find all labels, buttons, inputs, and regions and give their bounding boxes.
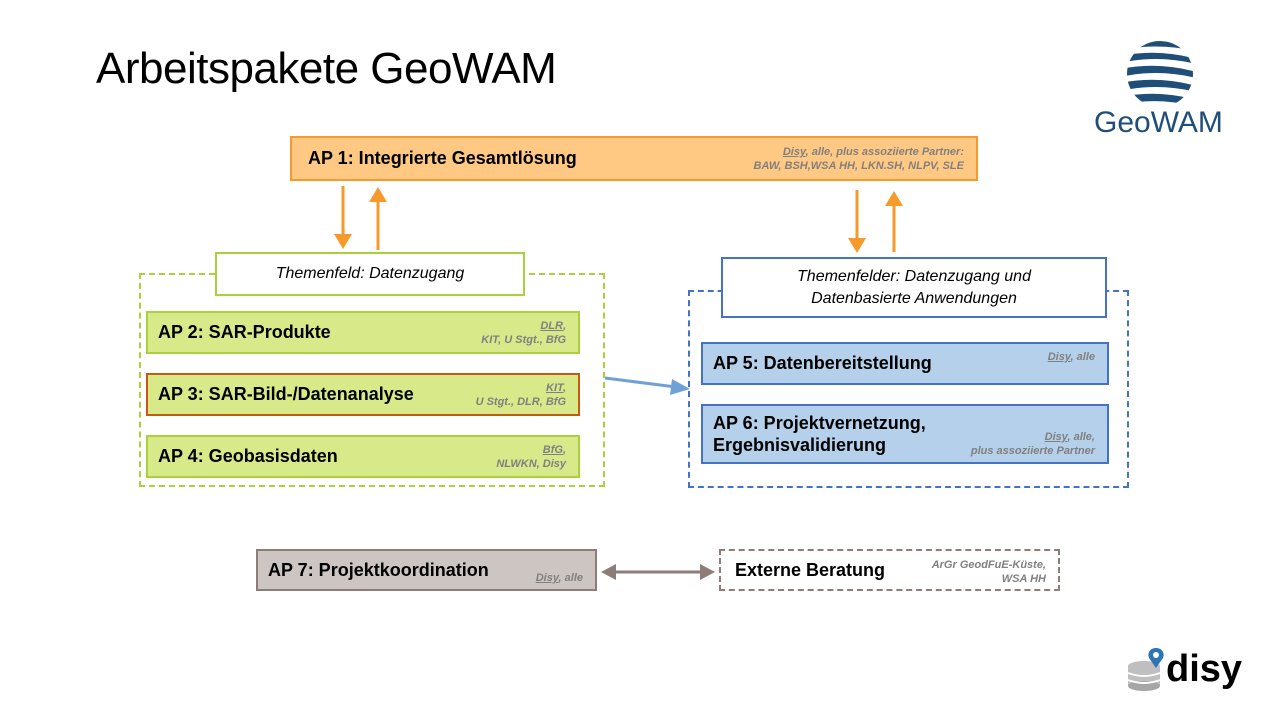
ap2-partners: DLR, KIT, U Stgt., BfG xyxy=(481,319,566,347)
ap1-note-line2: BAW, BSH,WSA HH, LKN.SH, NLPV, SLE xyxy=(753,160,964,172)
arrow-right-to-ap1 xyxy=(885,191,903,252)
ap6-partners: Disy, alle, plus assoziierte Partner xyxy=(971,430,1095,458)
extern-box: Externe Beratung ArGr GeodFuE-Küste, WSA… xyxy=(719,549,1060,591)
extern-label: Externe Beratung xyxy=(735,559,886,580)
geowam-logo-text: GeoWAM xyxy=(1094,106,1223,139)
ap6-lead: Disy xyxy=(1044,431,1068,443)
group-left-label-text: Themenfeld: Datenzugang xyxy=(275,265,465,282)
ap2-lead: DLR xyxy=(540,320,563,332)
ap6-note-line2: plus assoziierte Partner xyxy=(970,445,1095,457)
arrow-left-to-ap1 xyxy=(369,187,387,250)
ap5-label: AP 5: Datenbereitstellung xyxy=(713,353,932,373)
group-right-label-line1: Themenfelder: Datenzugang und xyxy=(797,267,1031,285)
ap1-lead: Disy xyxy=(782,146,806,158)
ap1-label: AP 1: Integrierte Gesamtlösung xyxy=(308,148,577,168)
ap4-box: AP 4: Geobasisdaten BfG, NLWKN, Disy xyxy=(146,435,580,478)
arrow-ap7-extern xyxy=(601,564,715,580)
ap5-lead: Disy xyxy=(1047,351,1071,363)
extern-note-line2: WSA HH xyxy=(1001,573,1046,585)
disy-logo: disy xyxy=(1126,646,1246,696)
ap2-label: AP 2: SAR-Produkte xyxy=(158,322,331,342)
ap4-partners: BfG, NLWKN, Disy xyxy=(496,443,566,471)
group-left-label: Themenfeld: Datenzugang xyxy=(215,252,525,296)
arrow-ap1-to-right xyxy=(848,190,866,253)
ap1-box: AP 1: Integrierte Gesamtlösung Disy, all… xyxy=(290,136,978,181)
group-right-label: Themenfelder: Datenzugang und Datenbasie… xyxy=(721,257,1107,318)
extern-note-line1: ArGr GeodFuE-Küste, xyxy=(931,559,1046,571)
ap7-partners: Disy, alle xyxy=(536,571,583,585)
ap3-partners: KIT, U Stgt., DLR, BfG xyxy=(476,381,566,409)
database-pin-icon xyxy=(1127,648,1164,691)
ap6-box: AP 6: Projektvernetzung, Ergebnisvalidie… xyxy=(701,404,1109,464)
ap5-note-line1: , alle xyxy=(1070,351,1095,363)
ap1-partners: Disy, alle, plus assoziierte Partner: BA… xyxy=(754,145,964,173)
ap7-label: AP 7: Projektkoordination xyxy=(268,559,489,580)
ap7-note-line1: , alle xyxy=(558,572,583,584)
arrow-ap1-to-left xyxy=(334,186,352,249)
ap6-note-line1: , alle, xyxy=(1067,431,1095,443)
ap7-box: AP 7: Projektkoordination Disy, alle xyxy=(256,549,597,591)
ap3-label: AP 3: SAR-Bild-/Datenanalyse xyxy=(158,384,414,404)
ap3-note-line1: , xyxy=(562,382,566,394)
ap4-note-line1: , xyxy=(562,444,566,456)
geowam-logo: GeoWAM xyxy=(1090,38,1240,142)
disy-logo-text: disy xyxy=(1166,648,1243,690)
extern-partners: ArGr GeodFuE-Küste, WSA HH xyxy=(932,558,1046,586)
ap1-note-line1: , alle, plus assoziierte Partner: xyxy=(805,146,964,158)
ap5-box: AP 5: Datenbereitstellung Disy, alle xyxy=(701,342,1109,385)
ap3-note-line2: U Stgt., DLR, BfG xyxy=(475,396,566,408)
ap2-box: AP 2: SAR-Produkte DLR, KIT, U Stgt., Bf… xyxy=(146,311,580,354)
ap2-note-line1: , xyxy=(562,320,566,332)
page-title: Arbeitspakete GeoWAM xyxy=(96,44,557,93)
ap3-lead: KIT xyxy=(546,382,563,394)
ap6-label-line2: Ergebnisvalidierung xyxy=(713,435,887,455)
ap4-lead: BfG xyxy=(542,444,563,456)
ap2-note-line2: KIT, U Stgt., BfG xyxy=(481,334,566,346)
ap4-note-line2: NLWKN, Disy xyxy=(496,458,566,470)
ap5-partners: Disy, alle xyxy=(1048,350,1095,364)
ap7-lead: Disy xyxy=(535,572,559,584)
ap6-label-line1: AP 6: Projektvernetzung, xyxy=(713,413,926,433)
arrow-left-to-right-group xyxy=(604,376,690,395)
ap4-label: AP 4: Geobasisdaten xyxy=(158,446,338,466)
globe-icon xyxy=(1127,41,1193,107)
group-right-label-line2: Datenbasierte Anwendungen xyxy=(811,289,1017,307)
ap3-box: AP 3: SAR-Bild-/Datenanalyse KIT, U Stgt… xyxy=(146,373,580,416)
